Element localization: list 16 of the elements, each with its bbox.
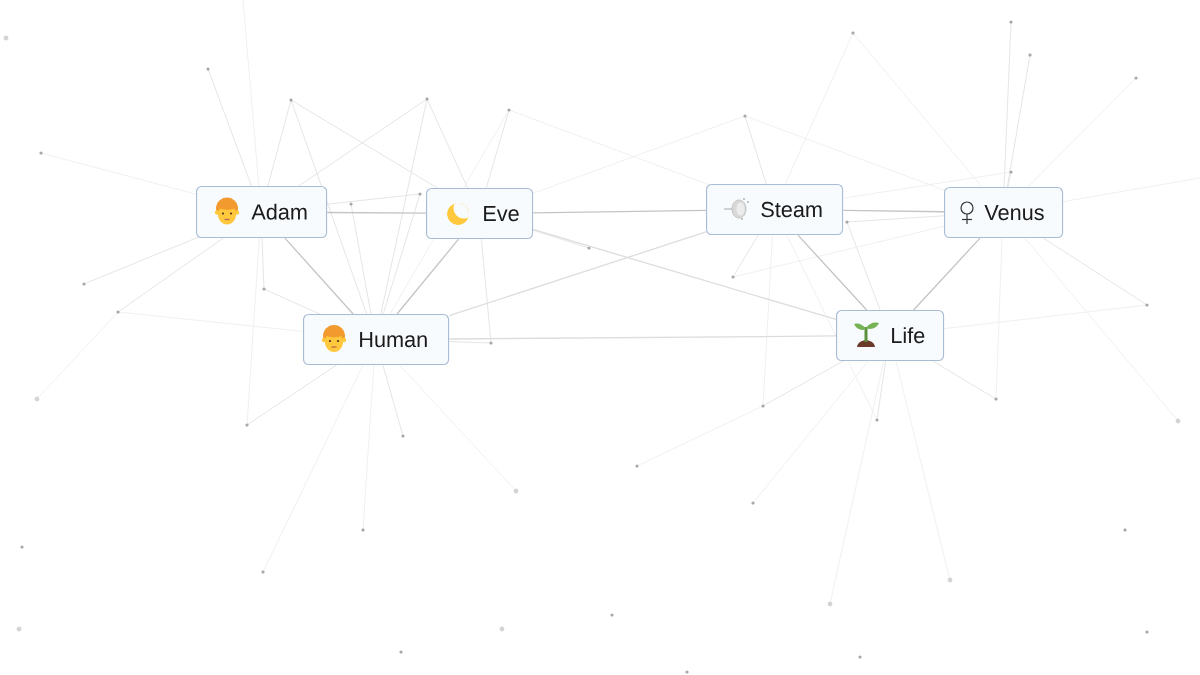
- element-box: Steam: [706, 184, 844, 236]
- connector-line: [532, 228, 837, 321]
- connector-line: [913, 237, 981, 311]
- connector-line: [797, 234, 868, 311]
- element-box: Venus: [944, 187, 1064, 239]
- element-box: Human: [303, 314, 450, 366]
- element-box: Eve: [426, 188, 534, 240]
- connector-line: [842, 209, 945, 213]
- connector-line: [448, 335, 837, 340]
- connector-line: [396, 238, 460, 315]
- connector-line: [284, 237, 354, 315]
- element-box: Life: [836, 310, 945, 362]
- connector-line: [326, 211, 427, 214]
- element-box: Adam: [196, 186, 328, 239]
- connector-line: [448, 231, 707, 317]
- connector-line: [532, 209, 707, 214]
